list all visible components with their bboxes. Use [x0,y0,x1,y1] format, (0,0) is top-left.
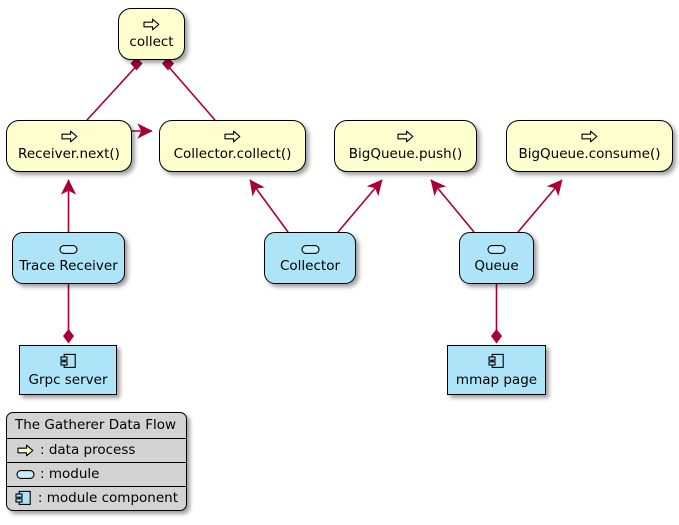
node-label: Collector.collect() [173,146,292,163]
legend: The Gatherer Data Flow : data process : … [6,412,187,511]
module-oval-icon [300,242,320,258]
node-trace-receiver[interactable]: Trace Receiver [12,232,125,284]
legend-row-module-component: : module component [7,487,186,510]
legend-row-module: : module [7,463,186,487]
data-process-arrow-icon [60,130,78,146]
node-label: BigQueue.consume() [518,146,661,163]
node-label: Grpc server [28,371,108,388]
module-component-icon [59,353,77,372]
data-process-arrow-icon [581,130,598,146]
data-process-arrow-icon [15,443,35,457]
node-bigqueue-consume[interactable]: BigQueue.consume() [506,120,673,172]
node-label: Receiver.next() [18,146,120,163]
node-label: Trace Receiver [19,258,118,275]
node-label: collect [129,34,174,51]
module-oval-icon [15,467,35,481]
node-receiver-next[interactable]: Receiver.next() [6,120,132,172]
node-collect[interactable]: collect [118,8,185,60]
data-process-arrow-icon [143,18,160,34]
legend-title: The Gatherer Data Flow [7,413,186,439]
node-collector-collect[interactable]: Collector.collect() [159,120,306,172]
module-oval-icon [59,242,78,258]
node-mmap-page[interactable]: mmap page [447,345,546,395]
data-process-arrow-icon [224,130,241,146]
node-collector[interactable]: Collector [264,232,356,284]
node-label: BigQueue.push() [348,146,463,163]
node-queue[interactable]: Queue [459,232,534,284]
module-component-icon [15,490,33,505]
legend-label: : module component [37,490,178,506]
node-grpc-server[interactable]: Grpc server [19,345,117,395]
legend-row-data-process: : data process [7,439,186,463]
node-label: Queue [474,258,519,275]
legend-label: : data process [40,442,136,458]
module-oval-icon [487,242,506,258]
data-process-arrow-icon [397,130,414,146]
node-bigqueue-push[interactable]: BigQueue.push() [334,120,477,172]
node-label: mmap page [455,371,538,388]
node-label: Collector [279,258,341,275]
module-component-icon [488,353,505,372]
legend-label: : module [40,466,100,482]
